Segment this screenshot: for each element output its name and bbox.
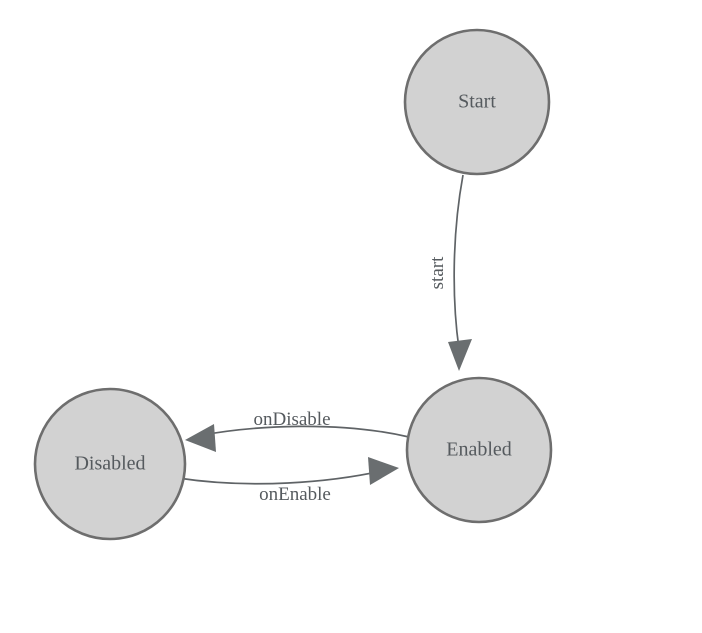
node-circle-disabled [33, 387, 187, 541]
edge-path-start-to-enabled [453, 174, 464, 350]
arrowhead-into-enabled-top [448, 339, 472, 371]
edge-disabled-to-enabled[interactable] [177, 457, 399, 485]
edge-enabled-to-disabled[interactable] [185, 424, 410, 452]
edge-label-start: start [427, 256, 448, 289]
arrowhead-into-disabled [185, 424, 216, 452]
node-label-enabled: Enabled [446, 439, 512, 461]
node-circle-start [403, 28, 551, 176]
node-circle-enabled [405, 376, 553, 524]
edge-path-enabled-to-disabled [196, 425, 410, 438]
node-label-disabled: Disabled [74, 453, 145, 475]
node-enabled[interactable]: Enabled [405, 376, 553, 524]
edge-label-on-disable: onDisable [253, 409, 330, 430]
node-disabled[interactable]: Disabled [33, 387, 187, 541]
edge-path-disabled-to-enabled [177, 469, 387, 485]
node-start[interactable]: Start [403, 28, 551, 176]
node-label-start: Start [458, 91, 496, 113]
arrowhead-into-enabled-left [368, 457, 399, 485]
edge-start-to-enabled[interactable] [448, 174, 472, 371]
edge-label-on-enable: onEnable [259, 484, 331, 505]
